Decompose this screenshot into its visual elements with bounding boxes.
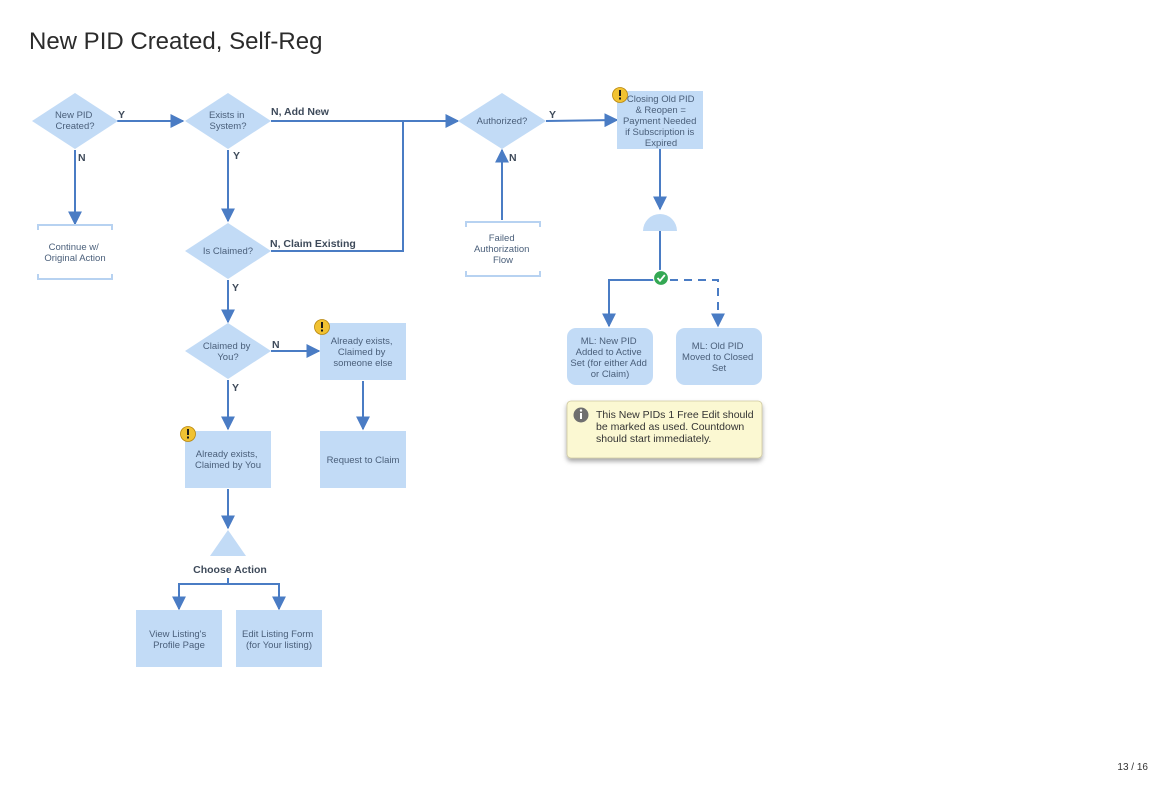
- node-already-exists-you: Already exists, Claimed by You: [185, 431, 271, 488]
- node-authorized: Authorized?: [458, 93, 546, 149]
- label-y-claimedby: Y: [232, 382, 239, 394]
- svg-text:Already exists, Claimed: Already exists, Claimed by You: [195, 449, 261, 471]
- page-title: New PID Created, Self-Reg: [29, 28, 323, 55]
- page-number: 13 / 16: [1117, 762, 1148, 773]
- label-n-authorized: N: [509, 152, 517, 164]
- node-ml-old-pid: ML: Old PID Moved to Closed Set: [676, 328, 762, 385]
- svg-text:This New PIDs 1 Free Edit shou: This New PIDs 1 Free Edit should be mark…: [596, 409, 756, 445]
- edge-choose-to-view: [172, 583, 228, 611]
- svg-text:Already exists, Claimed: Already exists, Claimed by someone else: [331, 336, 395, 369]
- node-already-exists-someone-else: Already exists, Claimed by someone else: [320, 323, 406, 380]
- svg-text:Claimed by You?: Claimed by You?: [203, 341, 253, 363]
- label-n-new: N: [78, 152, 86, 164]
- label-y-new: Y: [118, 109, 125, 121]
- warning-icon: [612, 87, 628, 103]
- label-n-claim-existing: N, Claim Existing: [270, 238, 356, 250]
- node-edit-listing: Edit Listing Form (for Your listing): [236, 610, 322, 667]
- warning-icon: [314, 319, 330, 335]
- node-request-to-claim: Request to Claim: [320, 431, 406, 488]
- node-ml-new-pid: ML: New PID Added to Active Set (for eit…: [567, 328, 653, 385]
- node-exists-in-system: Exists in System?: [185, 93, 271, 149]
- svg-text:Authorized?: Authorized?: [477, 116, 528, 127]
- svg-text:Closing Old PID & Reopen: Closing Old PID & Reopen = Payment Neede…: [623, 94, 699, 149]
- node-claimed-by-you: Claimed by You?: [185, 323, 271, 379]
- svg-text:ML: New PID Added to Act: ML: New PID Added to Active Set (for eit…: [570, 336, 649, 380]
- check-icon: [652, 269, 670, 287]
- svg-text:New PID Created?: New PID Created?: [55, 110, 95, 132]
- svg-text:ML: Old PID Moved to Clo: ML: Old PID Moved to Closed Set: [682, 341, 756, 374]
- warning-icon: [180, 426, 196, 442]
- node-view-listing: View Listing's Profile Page: [136, 610, 222, 667]
- label-y-exists: Y: [233, 150, 240, 162]
- svg-text:Exists in System?: Exists in System?: [209, 110, 247, 132]
- svg-text:Failed Authorization: Failed Authorization Flow: [474, 233, 532, 266]
- label-n-add-new: N, Add New: [271, 106, 330, 118]
- edge-junction-to-mlold: [670, 279, 725, 328]
- label-y-authorized: Y: [549, 109, 556, 121]
- svg-text:Edit Listing Form (for Y: Edit Listing Form (for Your listing): [242, 629, 316, 651]
- svg-text:Is Claimed?: Is Claimed?: [203, 246, 253, 257]
- edge-authorized-to-closing: [545, 113, 619, 128]
- edge-choose-to-edit: [228, 583, 286, 611]
- svg-text:Continue w/ Original Act: Continue w/ Original Action: [44, 242, 105, 264]
- node-is-claimed: Is Claimed?: [185, 223, 271, 279]
- label-n-claimedby: N: [272, 339, 280, 351]
- info-note: This New PIDs 1 Free Edit should be mark…: [566, 400, 763, 459]
- svg-text:View Listing's Profile P: View Listing's Profile Page: [149, 629, 209, 651]
- edge-junction-to-mlnew: [602, 279, 660, 328]
- label-y-isclaimed: Y: [232, 282, 239, 294]
- node-closing-old-pid: Closing Old PID & Reopen = Payment Neede…: [617, 91, 703, 149]
- svg-text:Request to Claim: Request to Claim: [327, 455, 400, 466]
- edge-isclaimed-to-authorized: [271, 121, 404, 252]
- node-continue-original: Continue w/ Original Action: [37, 224, 113, 280]
- split-junction: [643, 214, 677, 231]
- node-failed-authorization: Failed Authorization Flow: [465, 221, 541, 277]
- choose-action-triangle: [210, 530, 246, 556]
- info-icon: [573, 407, 589, 423]
- choose-action-label: Choose Action: [193, 564, 267, 576]
- node-new-pid-created: New PID Created?: [32, 93, 118, 149]
